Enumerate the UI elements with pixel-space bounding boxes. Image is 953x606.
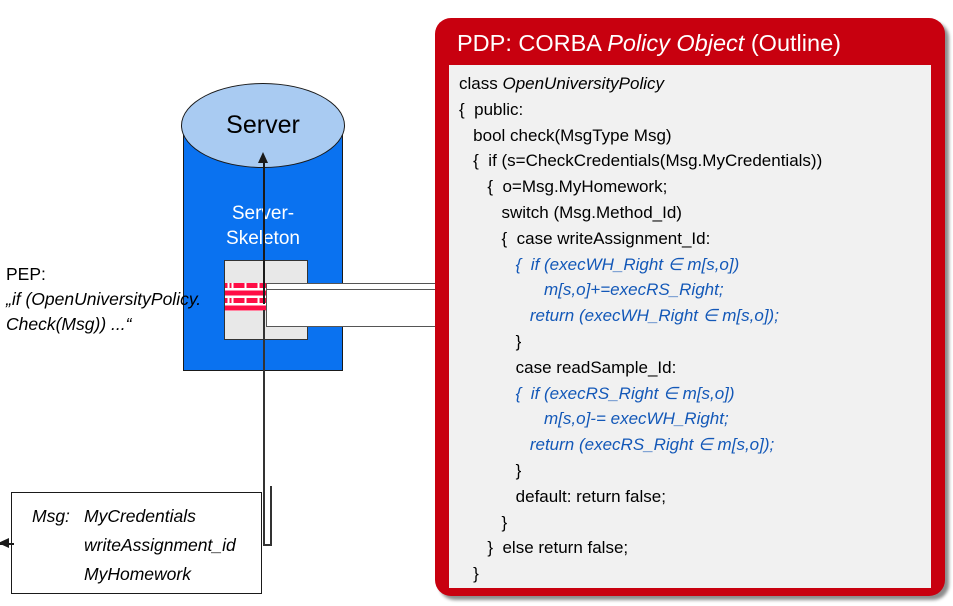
- code-line-15: }: [459, 460, 522, 480]
- code-line-1: { public:: [459, 99, 524, 119]
- msg-value-0: MyCredentials: [84, 506, 196, 526]
- code-line-5: switch (Msg.Method_Id): [459, 202, 682, 222]
- code-line-16: default: return false;: [459, 486, 666, 506]
- server-skeleton-label-line1: Server-: [183, 201, 343, 226]
- msg-box: Msg: MyCredentials writeAssignment_id MyH…: [11, 492, 262, 594]
- pdp-title-part-1: PDP: CORBA: [457, 30, 608, 56]
- server-invocation-arrow-head-icon: [258, 152, 268, 163]
- code-line-4: { o=Msg.MyHomework;: [459, 177, 668, 197]
- code-line-0: class OpenUniversityPolicy: [459, 71, 931, 97]
- pep-label-block: PEP: „if (OpenUniversityPolicy. Check(Ms…: [6, 262, 221, 337]
- code-line-6: { case writeAssignment_Id:: [459, 228, 711, 248]
- server-skeleton-label: Server- Skeleton: [183, 201, 343, 251]
- pep-code-line-1: „if (OpenUniversityPolicy.: [6, 289, 202, 309]
- code-line-14: return (execRS_Right ∈ m[s,o]);: [459, 435, 775, 455]
- pdp-panel-title: PDP: CORBA Policy Object (Outline): [457, 30, 841, 57]
- server-label: Server: [226, 111, 300, 139]
- code-line-0-identifier: OpenUniversityPolicy: [502, 74, 665, 93]
- pep-title: PEP:: [6, 264, 46, 284]
- msg-row: writeAssignment_id: [32, 531, 261, 560]
- code-line-12: { if (execRS_Right ∈ m[s,o]): [459, 383, 735, 403]
- msg-row: Msg: MyCredentials: [32, 502, 261, 531]
- msg-value-2: MyHomework: [84, 564, 191, 584]
- code-line-11: case readSample_Id:: [459, 357, 677, 377]
- code-line-8: m[s,o]+=execRS_Right;: [459, 280, 724, 300]
- server-invocation-arrow-shaft: [263, 160, 265, 304]
- msg-connector-vertical: [263, 310, 265, 545]
- msg-row: MyHomework: [32, 560, 261, 589]
- pep-code-line-2: Check(Msg)) ...“: [6, 314, 132, 334]
- msg-connector-horizontal: [263, 544, 272, 546]
- code-line-2: bool check(MsgType Msg): [459, 125, 672, 145]
- msg-outgoing-arrow-head-icon: [0, 538, 9, 548]
- code-line-18: } else return false;: [459, 538, 629, 558]
- code-line-17: }: [459, 512, 508, 532]
- msg-key-label: Msg:: [32, 506, 70, 526]
- pdp-title-part-2: (Outline): [744, 30, 841, 56]
- code-line-20: private:: [459, 587, 931, 588]
- code-line-9: return (execWH_Right ∈ m[s,o]);: [459, 306, 779, 326]
- msg-value-1: writeAssignment_id: [84, 535, 236, 555]
- code-line-0-keyword: class: [459, 74, 503, 93]
- server-skeleton-label-line2: Skeleton: [183, 226, 343, 251]
- pdp-title-part-italic: Policy Object: [607, 30, 745, 56]
- pdp-code-listing: class OpenUniversityPolicy{ public: bool…: [449, 65, 931, 588]
- code-line-10: }: [459, 331, 522, 351]
- code-line-3: { if (s=CheckCredentials(Msg.MyCredentia…: [459, 151, 823, 171]
- pdp-panel: PDP: CORBA Policy Object (Outline) class…: [435, 18, 945, 596]
- code-line-13: m[s,o]-= execWH_Right;: [459, 409, 729, 429]
- code-line-19: }: [459, 564, 479, 584]
- code-line-7: { if (execWH_Right ∈ m[s,o]): [459, 254, 740, 274]
- msg-connector-vertical-2: [270, 486, 272, 546]
